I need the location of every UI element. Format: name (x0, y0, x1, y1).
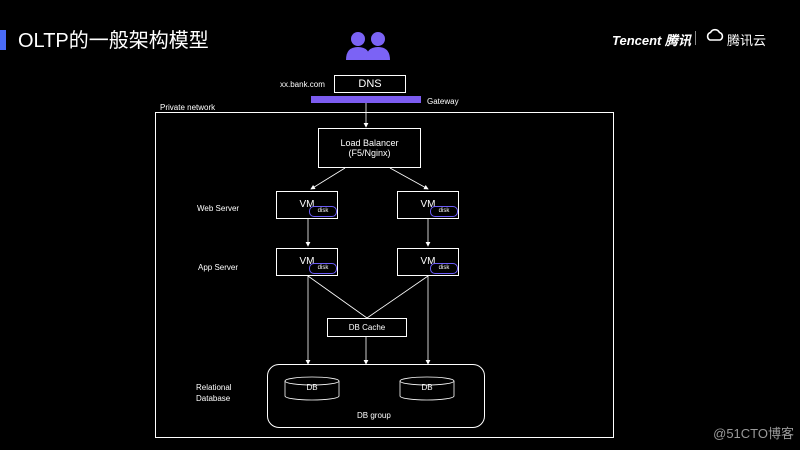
vm-label: VM (420, 256, 436, 267)
gateway-bar (311, 96, 421, 103)
relational-database-line1: Relational (196, 383, 232, 392)
tencent-logo: Tencent 腾讯 (612, 33, 691, 48)
dns-box: DNS (334, 75, 406, 93)
watermark: @51CTO博客 (713, 426, 794, 441)
dns-label: DNS (358, 78, 382, 90)
relational-database-label: Relational Database (196, 382, 232, 404)
gateway-label: Gateway (427, 97, 459, 106)
load-balancer-subtitle: (F5/Nginx) (348, 148, 391, 158)
cloud-icon (706, 27, 724, 48)
db-group-container (267, 364, 485, 428)
vm-label: VM (299, 199, 315, 210)
db-cache-label: DB Cache (348, 323, 386, 332)
db-right: DB (399, 376, 455, 401)
private-network-label: Private network (160, 103, 216, 112)
disk-icon: disk (309, 263, 337, 274)
relational-database-line2: Database (196, 394, 231, 403)
db-cache-box: DB Cache (327, 318, 407, 337)
app-vm-right: VM disk (397, 248, 459, 276)
db-left: DB (284, 376, 340, 401)
vm-label: VM (299, 256, 315, 267)
database-icon (284, 376, 340, 401)
db-group-label: DB group (357, 411, 391, 420)
page-title: OLTP的一般架构模型 (18, 30, 209, 52)
web-vm-right: VM disk (397, 191, 459, 219)
title-accent-bar (0, 30, 6, 50)
app-vm-left: VM disk (276, 248, 338, 276)
tencent-cloud-logo-text: 腾讯云 (727, 33, 767, 48)
db-label: DB (421, 383, 433, 392)
brand-divider (695, 31, 696, 45)
disk-icon: disk (430, 263, 458, 274)
domain-label: xx.bank.com (280, 80, 325, 89)
app-server-label: App Server (198, 263, 239, 272)
web-vm-left: VM disk (276, 191, 338, 219)
database-icon (399, 376, 455, 401)
vm-label: VM (420, 199, 436, 210)
private-network-boundary (155, 112, 614, 438)
load-balancer-box: Load Balancer (F5/Nginx) (318, 128, 421, 168)
disk-icon: disk (430, 206, 458, 217)
users-icon (346, 32, 390, 60)
db-label: DB (306, 383, 318, 392)
load-balancer-title: Load Balancer (340, 138, 399, 148)
web-server-label: Web Server (197, 204, 240, 213)
disk-icon: disk (309, 206, 337, 217)
